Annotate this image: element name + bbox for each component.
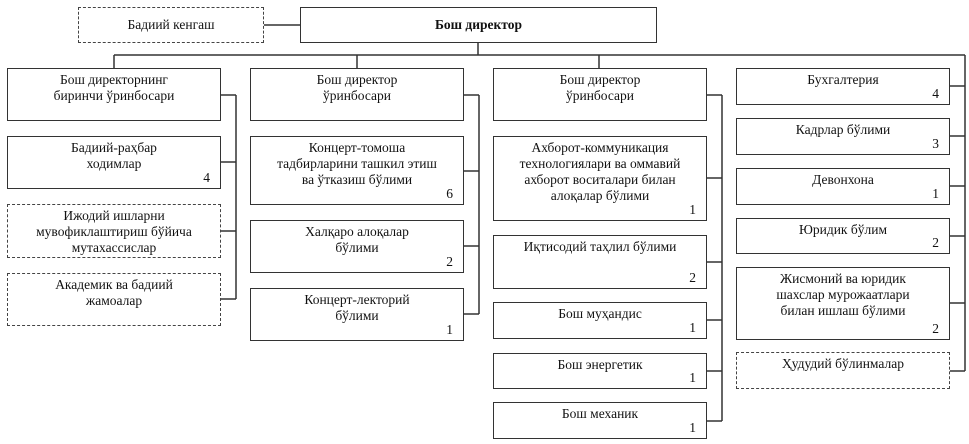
box-label: Концерт-томоша тадбирларини ташкил этиш …: [277, 140, 437, 187]
box-label: Ижодий ишларни мувофиклаштириш бўйича му…: [36, 208, 192, 255]
staff-count: 2: [446, 254, 453, 269]
box-label: Бош механик: [561, 406, 639, 421]
accounting-box: Бухгалтерия 4: [736, 68, 950, 105]
staff-count: 4: [203, 170, 210, 185]
staff-count: 1: [932, 186, 939, 201]
staff-count: 1: [446, 322, 453, 337]
concert-lecture-dept-box: Концерт-лекторий бўлими 1: [250, 288, 464, 341]
box-label: Бухгалтерия: [807, 72, 879, 87]
chief-engineer-box: Бош муҳандис 1: [493, 302, 707, 339]
box-label: Халқаро алоқалар бўлими: [305, 224, 409, 255]
chief-power-engineer-box: Бош энергетик 1: [493, 353, 707, 389]
first-deputy-box: Бош директорнинг биринчи ўринбосари: [7, 68, 221, 121]
staff-count: 1: [689, 320, 696, 335]
general-director-box: Бош директор: [300, 7, 657, 43]
box-label: Бош муҳандис: [558, 306, 642, 321]
staff-count: 3: [932, 136, 939, 151]
box-label: Бадиий кенгаш: [127, 17, 215, 32]
international-dept-box: Халқаро алоқалар бўлими 2: [250, 220, 464, 273]
artistic-council-box: Бадиий кенгаш: [78, 7, 264, 43]
box-label: Концерт-лекторий бўлими: [304, 292, 410, 323]
hr-dept-box: Кадрлар бўлими 3: [736, 118, 950, 155]
staff-count: 1: [689, 370, 696, 385]
box-label: Жисмоний ва юридик шахслар мурожаатлари …: [776, 271, 910, 318]
legal-dept-box: Юридик бўлим 2: [736, 218, 950, 254]
box-label: Ахборот-коммуникация технологиялари ва о…: [519, 140, 681, 203]
concert-events-dept-box: Концерт-томоша тадбирларини ташкил этиш …: [250, 136, 464, 205]
staff-count: 6: [446, 186, 453, 201]
box-label: Бош директорнинг биринчи ўринбосари: [53, 72, 175, 103]
box-label: Ҳудудий бўлинмалар: [782, 356, 904, 371]
deputy-box-2: Бош директор ўринбосари: [493, 68, 707, 121]
artistic-staff-box: Бадиий-раҳбар ходимлар 4: [7, 136, 221, 189]
office-box: Девонхона 1: [736, 168, 950, 205]
box-label: Девонхона: [812, 172, 874, 187]
appeals-dept-box: Жисмоний ва юридик шахслар мурожаатлари …: [736, 267, 950, 340]
box-label: Бош директор: [434, 17, 523, 32]
academic-ensembles-box: Академик ва бадиий жамоалар: [7, 273, 221, 326]
staff-count: 2: [932, 321, 939, 336]
staff-count: 4: [932, 86, 939, 101]
staff-count: 2: [689, 270, 696, 285]
chief-mechanic-box: Бош механик 1: [493, 402, 707, 439]
deputy-box-1: Бош директор ўринбосари: [250, 68, 464, 121]
ict-media-dept-box: Ахборот-коммуникация технологиялари ва о…: [493, 136, 707, 221]
box-label: Бадиий-раҳбар ходимлар: [71, 140, 157, 171]
box-label: Академик ва бадиий жамоалар: [55, 277, 173, 308]
creative-specialists-box: Ижодий ишларни мувофиклаштириш бўйича му…: [7, 204, 221, 258]
economic-analysis-dept-box: Иқтисодий таҳлил бўлими 2: [493, 235, 707, 289]
regional-units-box: Ҳудудий бўлинмалар: [736, 352, 950, 389]
staff-count: 2: [932, 235, 939, 250]
box-label: Бош директор ўринбосари: [316, 72, 398, 103]
box-label: Бош энергетик: [557, 357, 643, 372]
box-label: Кадрлар бўлими: [795, 122, 891, 137]
staff-count: 1: [689, 202, 696, 217]
box-label: Иқтисодий таҳлил бўлими: [523, 239, 677, 254]
box-label: Юридик бўлим: [798, 222, 887, 237]
staff-count: 1: [689, 420, 696, 435]
box-label: Бош директор ўринбосари: [559, 72, 641, 103]
